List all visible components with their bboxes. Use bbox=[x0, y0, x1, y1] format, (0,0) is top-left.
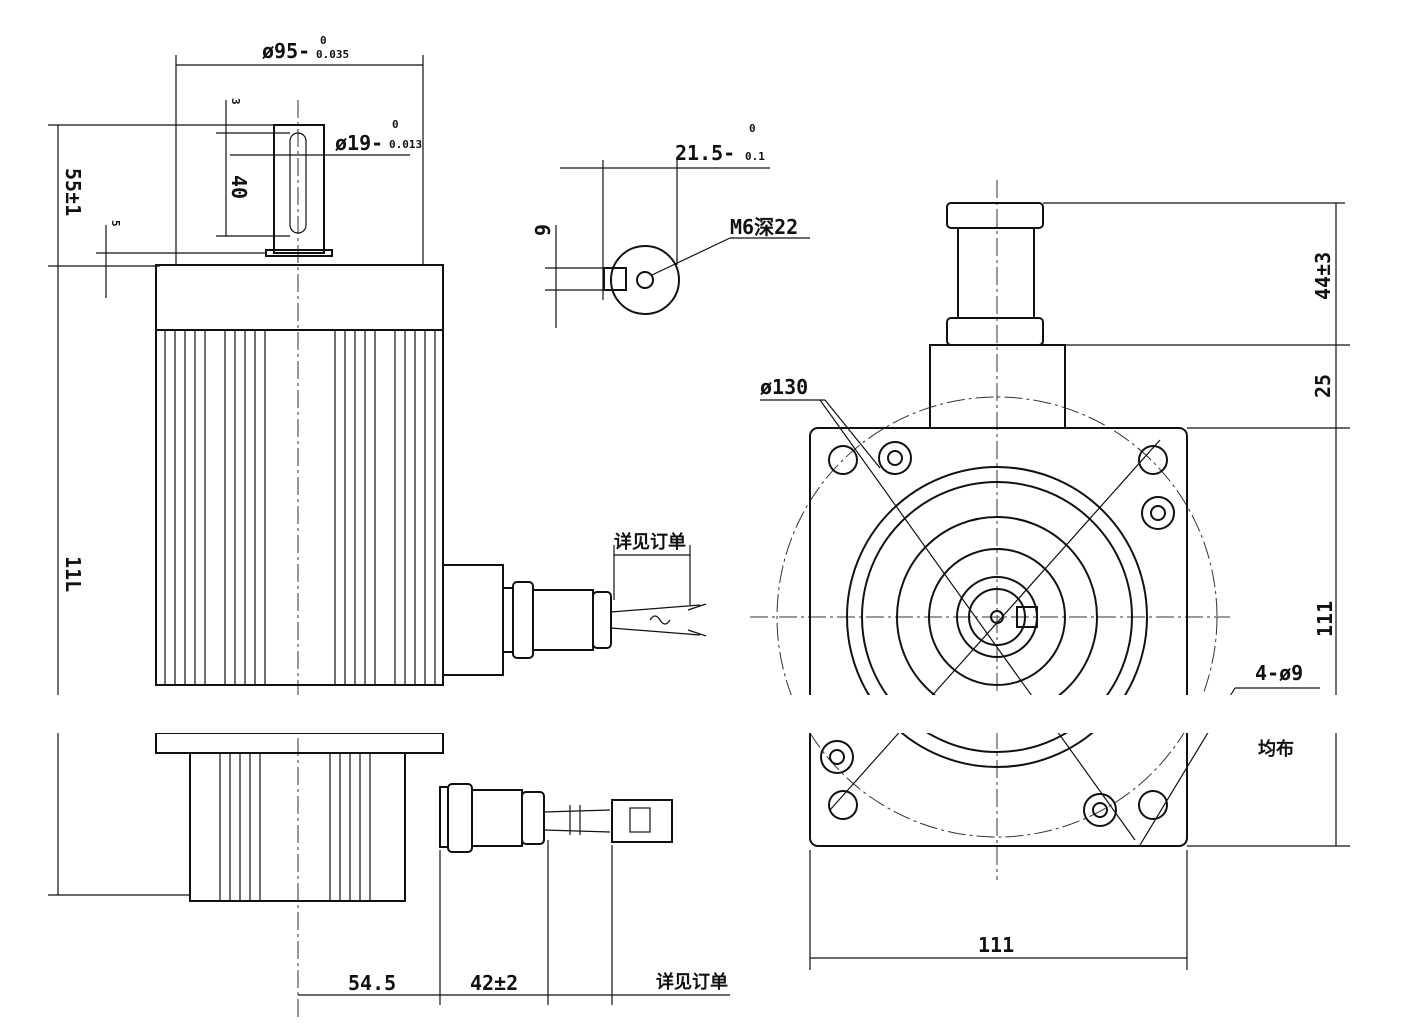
pcd-label: ø130 bbox=[760, 375, 808, 399]
front-view: 44±3 25 111 ø130 4-ø9 均布 111 bbox=[750, 180, 1350, 970]
shaft-tol-upper: 0 bbox=[392, 118, 399, 131]
flange-diameter-label: ø95- bbox=[262, 39, 310, 63]
shaft-diameter-label: ø19- bbox=[335, 131, 383, 155]
cable-note-bottom-label: 详见订单 bbox=[656, 971, 728, 993]
break-band bbox=[0, 695, 1422, 733]
section-tol-upper: 0 bbox=[749, 122, 756, 135]
flange-tol-lower: 0.035 bbox=[316, 48, 349, 61]
section-tol-lower: 0.1 bbox=[745, 150, 765, 163]
key-offset-label: 3 bbox=[229, 98, 242, 105]
flange-thickness-label: 5 bbox=[109, 220, 122, 227]
shaft-section: 21.5- 0 0.1 6 M6深22 bbox=[530, 122, 810, 328]
box-height-label: 25 bbox=[1311, 374, 1335, 398]
key-depth-label: 6 bbox=[530, 224, 554, 236]
shaft-length-label: 55±1 bbox=[61, 168, 85, 216]
connector-height-label: 44±3 bbox=[1311, 252, 1335, 300]
holes-label: 4-ø9 bbox=[1255, 661, 1303, 685]
dim-54-5-label: 54.5 bbox=[348, 971, 396, 995]
side-view: ø95- 0 0.035 ø19- 0 0.013 3 40 55±1 5 11… bbox=[48, 34, 730, 1020]
flange-tol-upper: 0 bbox=[320, 34, 327, 47]
section-width-label: 21.5- bbox=[675, 141, 735, 165]
cable-note-label: 详见订单 bbox=[614, 531, 686, 553]
square-side-v-label: 111 bbox=[1313, 601, 1337, 637]
body-length-label: 11L bbox=[61, 556, 85, 592]
square-side-h-label: 111 bbox=[978, 933, 1014, 957]
holes-note-label: 均布 bbox=[1258, 738, 1294, 760]
dim-42-label: 42±2 bbox=[470, 971, 518, 995]
key-length-label: 40 bbox=[227, 175, 251, 199]
thread-label: M6深22 bbox=[730, 215, 798, 239]
shaft-tol-lower: 0.013 bbox=[389, 138, 422, 151]
